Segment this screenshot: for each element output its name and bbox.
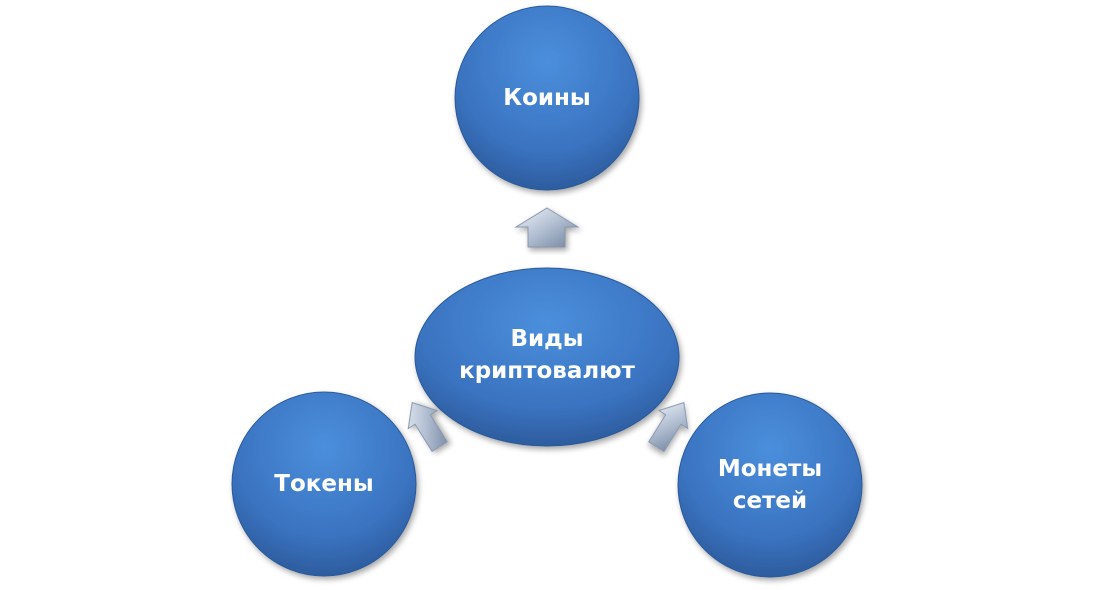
node-top-label: Коины <box>455 70 639 126</box>
node-top-circle <box>454 5 640 191</box>
node-left-circle <box>231 391 417 577</box>
arrow-left-icon <box>407 401 448 453</box>
arrow-right-icon <box>648 401 689 453</box>
node-right-line1: Монеты <box>717 456 823 482</box>
center-label-line1: Виды <box>510 326 584 352</box>
center-ellipse <box>414 267 680 447</box>
node-left-label: Токены <box>232 456 416 512</box>
node-right-circle <box>677 392 863 578</box>
center-label-line2: криптовалют <box>459 358 635 384</box>
node-left-text: Токены <box>274 471 374 497</box>
node-right-label: Монеты сетей <box>678 452 862 518</box>
center-label: Виды криптовалют <box>415 322 679 388</box>
node-top-text: Коины <box>503 85 591 111</box>
arrow-up-icon <box>514 207 580 248</box>
node-right-line2: сетей <box>732 488 808 514</box>
